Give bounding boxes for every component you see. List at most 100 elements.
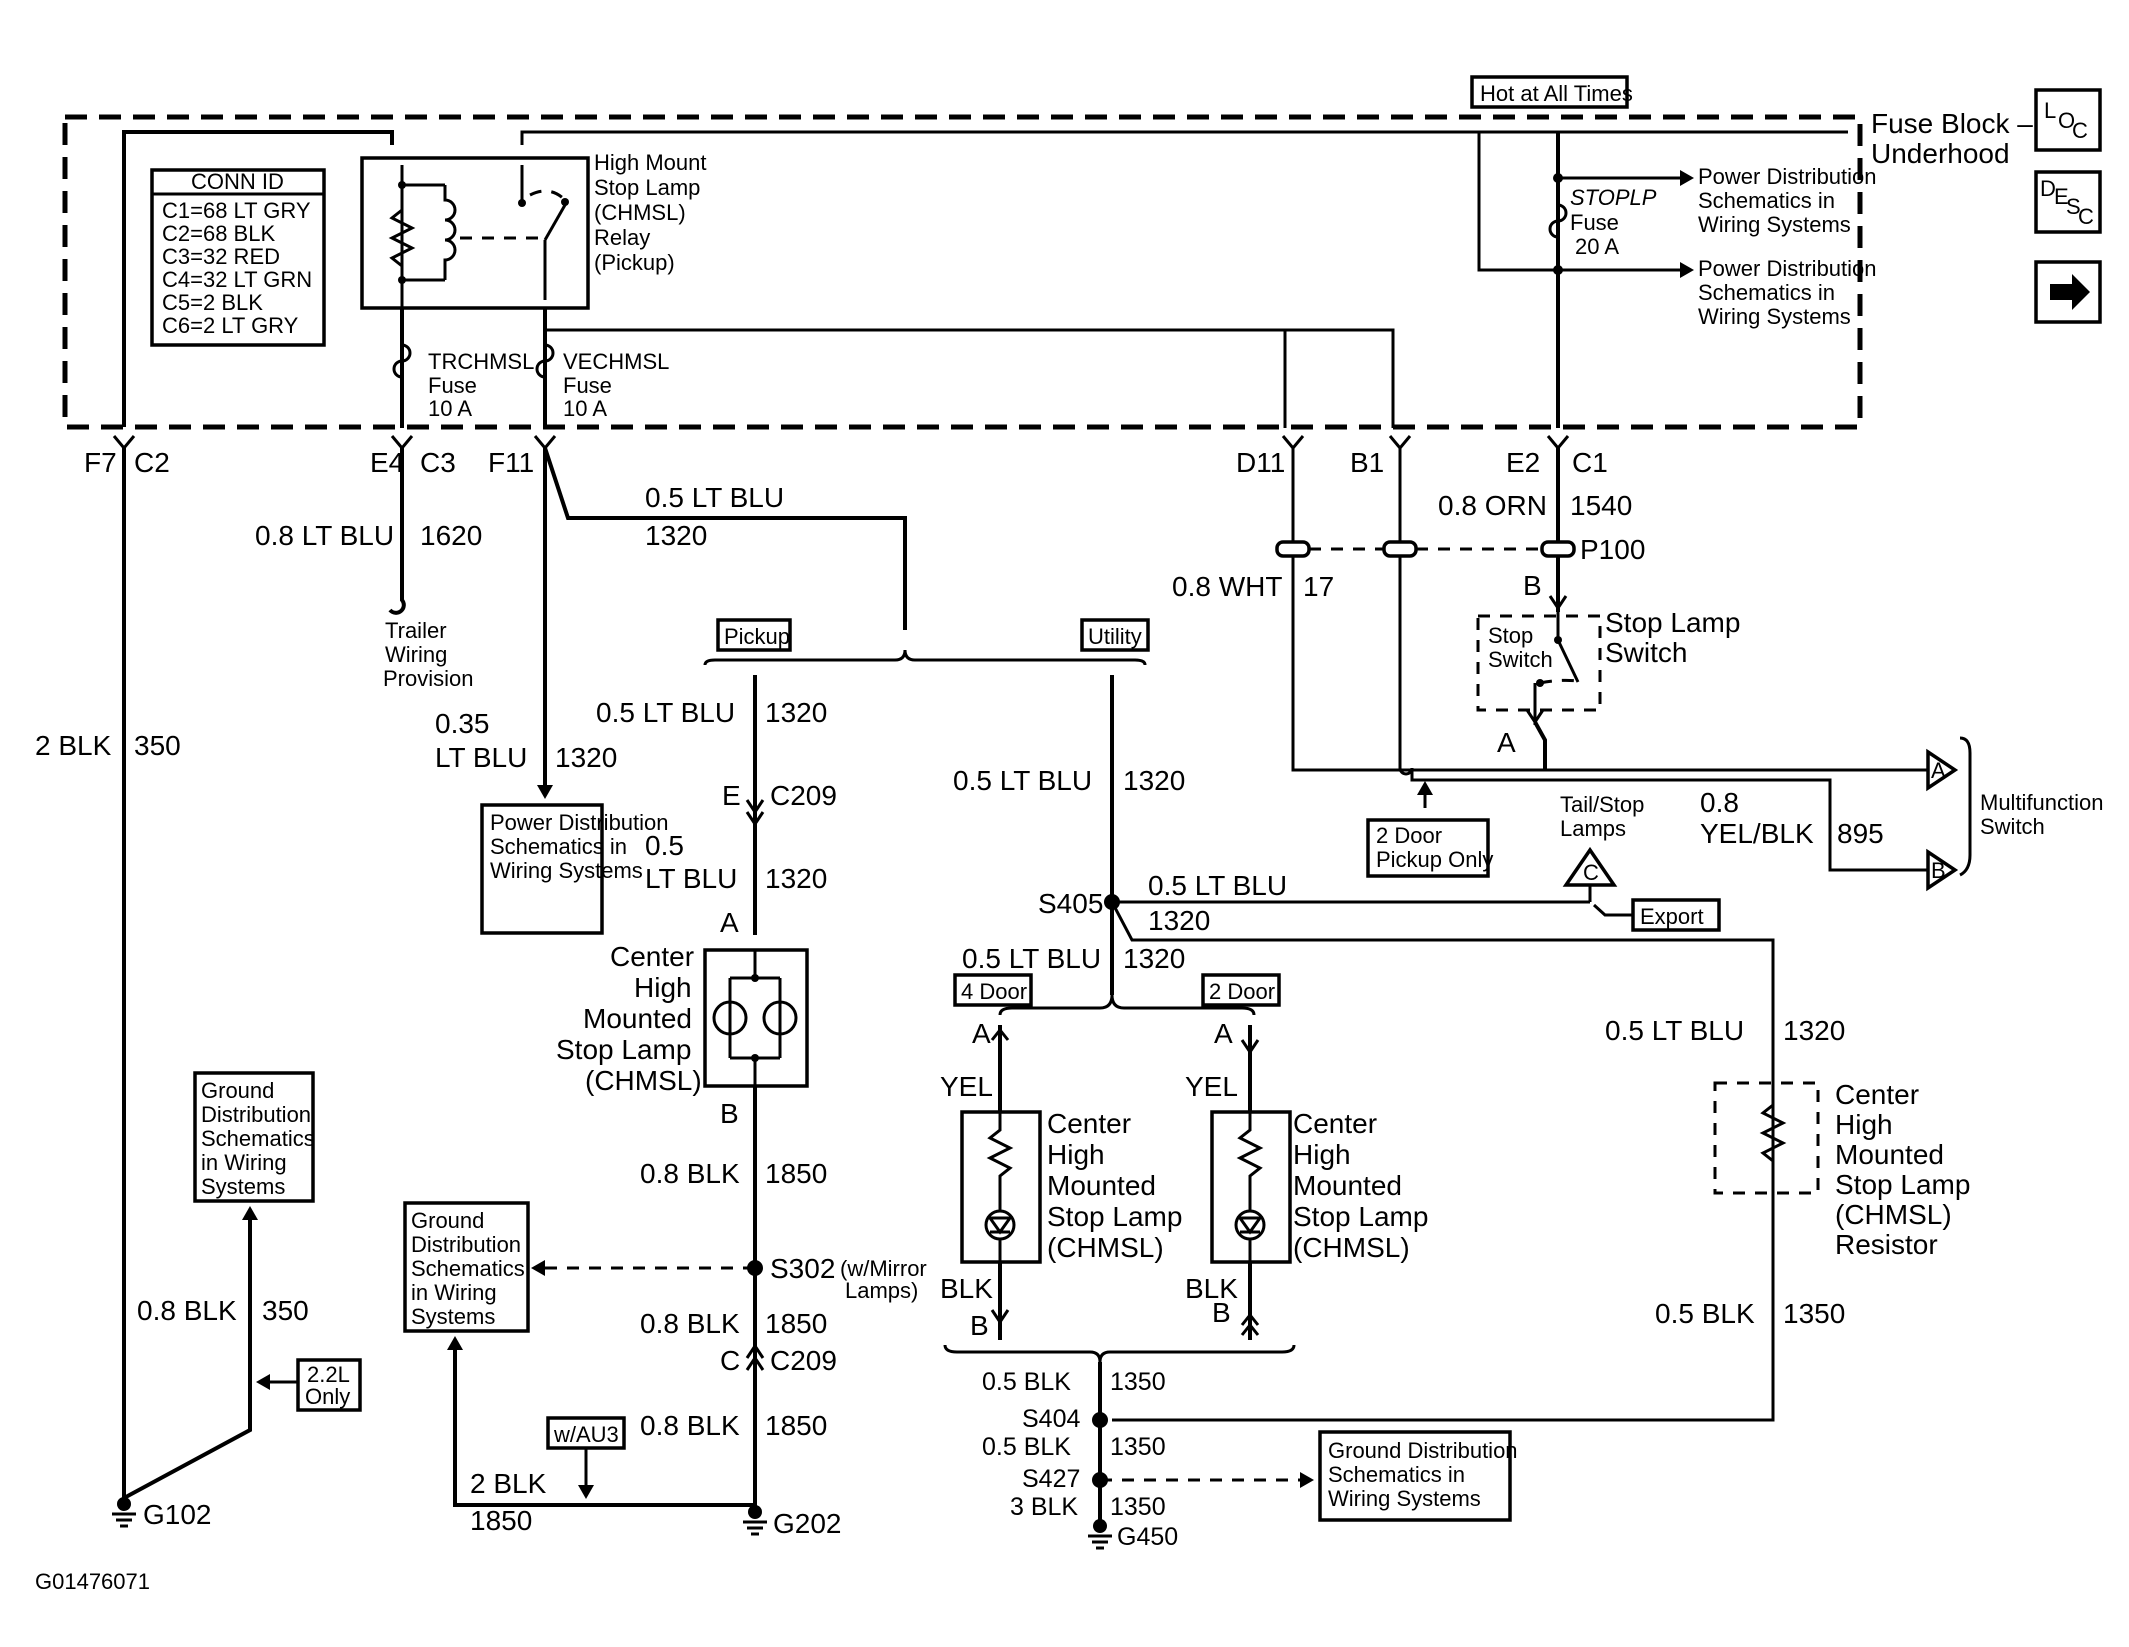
connector-b: B — [720, 1098, 739, 1129]
ground-dist-3-label-2: Schematics in — [1328, 1462, 1465, 1487]
wire-1350a-number: 1350 — [1110, 1368, 1166, 1396]
4door-option-box — [953, 973, 1033, 1007]
connector-4door-a: A — [972, 1018, 991, 1049]
chmsl-resistor-label-4: Stop Lamp — [1835, 1169, 1970, 1200]
tail-stop-connector — [1562, 846, 1618, 887]
export-option-box — [1631, 898, 1721, 932]
ground-g202: G202 — [773, 1508, 842, 1539]
fuse-block-title-2: Underhood — [1871, 138, 2010, 169]
next-button[interactable] — [2034, 260, 2102, 324]
wire-1850c-gauge: 0.8 BLK — [640, 1410, 740, 1441]
chmsl-4door-label-3: Mounted — [1047, 1170, 1156, 1201]
wire-1620-gauge: 0.8 LT BLU — [255, 520, 394, 551]
figure-id: G01476071 — [35, 1569, 150, 1594]
power-dist-label-4: Power Distribution — [1698, 256, 1877, 281]
wire-1320a-number: 1320 — [645, 520, 707, 551]
multifunction-label-2: Switch — [1980, 814, 2045, 839]
trchmsl-fuse-rating: 10 A — [428, 396, 472, 421]
stop-switch-inner-2: Switch — [1488, 647, 1553, 672]
chmsl-resistor-label-3: Mounted — [1835, 1139, 1944, 1170]
wire-1350r-gauge: 0.5 BLK — [1655, 1298, 1755, 1329]
wire-1350a-gauge: 0.5 BLK — [982, 1368, 1071, 1396]
relay-label-2: Stop Lamp — [594, 175, 700, 200]
vechmsl-fuse — [535, 343, 555, 379]
power-dist-label-1: Power Distribution — [1698, 164, 1877, 189]
chmsl-pickup-label-3: Mounted — [583, 1003, 692, 1034]
vechmsl-fuse-rating: 10 A — [563, 396, 607, 421]
wire-util-number: 1320 — [1123, 765, 1185, 796]
ground-g202-icon — [743, 1505, 767, 1536]
ground-dist-box-1 — [193, 1071, 315, 1203]
wire-s405b-number: 1320 — [1123, 943, 1185, 974]
chmsl-resistor-label-1: Center — [1835, 1079, 1919, 1110]
svg-text:E: E — [2054, 184, 2069, 209]
wire-pick2-number: 1320 — [765, 863, 827, 894]
top-bus — [520, 130, 1848, 145]
power-dist-box-label-1: Power Distribution — [490, 810, 669, 835]
trchmsl-fuse-name: TRCHMSL — [428, 349, 534, 374]
chmsl-2door-label-4: Stop Lamp — [1293, 1201, 1428, 1232]
wire-s405b-gauge: 0.5 LT BLU — [962, 943, 1101, 974]
wire-1540-number: 1540 — [1570, 490, 1632, 521]
svg-text:C: C — [2078, 204, 2094, 229]
wire-035-number: 1320 — [555, 742, 617, 773]
multifunction-label-1: Multifunction — [1980, 790, 2104, 815]
l22-option-box — [296, 1358, 362, 1412]
pin-f11: F11 — [488, 447, 534, 478]
splice-s302-note-2: Lamps) — [845, 1278, 918, 1303]
splice-s404 — [1092, 1412, 1108, 1428]
trailer-label-1: Trailer — [385, 618, 447, 643]
export-option: Export — [1640, 904, 1704, 929]
wire-1850d-number: 1850 — [470, 1505, 532, 1536]
ground-dist-1-label-3: Schematics — [201, 1126, 315, 1151]
svg-text:C6=2 LT GRY: C6=2 LT GRY — [162, 313, 299, 338]
wire-895-gauge: 0.8 — [1700, 787, 1739, 818]
stoplp-fuse-name: STOPLP — [1570, 185, 1657, 210]
2door-pickup-option-1: 2 Door — [1376, 823, 1442, 848]
ground-dist-1-label-4: in Wiring — [201, 1150, 287, 1175]
ground-dist-3-label-1: Ground Distribution — [1328, 1438, 1518, 1463]
stop-switch-inner-1: Stop — [1488, 623, 1533, 648]
wire-035-gauge-2: LT BLU — [435, 742, 527, 773]
2door-option-box — [1201, 973, 1281, 1007]
ground-dist-1-label-1: Ground — [201, 1078, 274, 1103]
chmsl-4door-label-5: (CHMSL) — [1047, 1232, 1164, 1263]
wire-1350b-gauge: 0.5 BLK — [982, 1433, 1071, 1461]
wire-350b-gauge: 0.8 BLK — [137, 1295, 237, 1326]
wire-895-number: 895 — [1837, 818, 1884, 849]
wire-1350c-gauge: 3 BLK — [1010, 1493, 1078, 1521]
ground-g102: G102 — [143, 1499, 212, 1530]
hot-at-all-times-box — [1470, 75, 1629, 109]
2door-pickup-option-box — [1366, 818, 1490, 878]
wire-1350r-number: 1350 — [1783, 1298, 1845, 1329]
chmsl-2door-label-5: (CHMSL) — [1293, 1232, 1410, 1263]
fuse-block-title: Fuse Block – — [1871, 108, 2033, 139]
pin-e2: E2 — [1506, 447, 1540, 478]
pin-e4: E4 — [370, 447, 404, 478]
wire-350-number: 350 — [134, 730, 181, 761]
ground-g450-icon — [1088, 1519, 1112, 1550]
wire-1540-gauge: 0.8 ORN — [1438, 490, 1547, 521]
chmsl-relay — [360, 156, 590, 310]
power-dist-box-label-3: Wiring Systems — [490, 858, 643, 883]
svg-text:C5=2 BLK: C5=2 BLK — [162, 290, 263, 315]
4door-option: 4 Door — [961, 979, 1027, 1004]
power-dist-label-3: Wiring Systems — [1698, 212, 1851, 237]
l22-option-1: 2.2L — [307, 1362, 350, 1387]
arrow-right-icon — [2050, 274, 2090, 310]
power-dist-label-2: Schematics in — [1698, 188, 1835, 213]
wire-pick2-gauge: 0.5 — [645, 830, 684, 861]
pin-d11: D11 — [1236, 447, 1285, 478]
multifunction-a: A — [1931, 758, 1946, 783]
wire-pick2-gauge-2: LT BLU — [645, 863, 737, 894]
wire-4door-blk: BLK — [940, 1273, 993, 1304]
p100-connector-3 — [1540, 540, 1576, 558]
tail-stop-c: C — [1583, 860, 1599, 885]
ground-dist-1-label-2: Distribution — [201, 1102, 311, 1127]
wire-1850d-gauge: 2 BLK — [470, 1468, 547, 1499]
l22-option-2: Only — [305, 1384, 350, 1409]
splice-s302-label: S302 — [770, 1253, 835, 1284]
